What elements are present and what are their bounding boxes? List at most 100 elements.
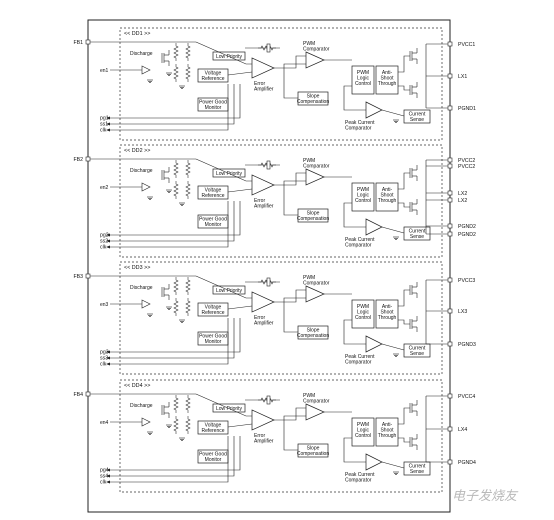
en-input-label: en1: [100, 68, 109, 74]
low-priority-box: [212, 285, 246, 295]
pwm-comparator-symbol: [305, 285, 325, 303]
anti-shoot-through-label-line-2: Shoot: [380, 193, 394, 199]
ea-to-pwm-wire: [274, 55, 306, 69]
right-pin-marker: [447, 73, 453, 79]
error-amplifier-label-line-1: Error: [254, 315, 265, 321]
right-pin-label: LX1: [458, 74, 467, 80]
pwm-logic-control-box: [351, 65, 375, 95]
gate-high-wire: [398, 55, 410, 73]
input-arrow: [106, 233, 110, 237]
bottom-input-label-3: clk: [100, 245, 107, 251]
gate-low-wire: [398, 319, 410, 325]
sense-to-peak-wire: [381, 109, 405, 117]
right-pin-marker: [447, 459, 453, 465]
input-wire: [110, 436, 229, 483]
slope-compensation-box: [297, 91, 329, 106]
bottom-input-label-1: pg2: [100, 233, 109, 239]
input-arrow: [106, 468, 110, 472]
right-pin-marker: [447, 197, 453, 203]
right-pin-label: LX2: [458, 191, 467, 197]
peak-current-comparator-label-line-1: Peak Current: [345, 472, 375, 478]
anti-shoot-through-label-line-2: Shoot: [380, 428, 394, 434]
input-arrow: [106, 116, 110, 120]
voltage-reference-label-line-1: Voltage: [205, 71, 222, 77]
low-priority-box: [212, 51, 246, 61]
power-good-monitor-label-line-1: Power Good: [199, 100, 227, 106]
fb-pin-label: FB1: [73, 40, 83, 46]
input-wire: [110, 318, 241, 353]
current-sense-box: [403, 109, 431, 124]
slope-compensation-box: [297, 208, 329, 223]
slope-compensation-label-line-1: Slope: [307, 446, 320, 452]
compensation-cap: [266, 277, 271, 287]
right-pin-label: PVCC3: [458, 278, 475, 284]
anti-shoot-through-label-line-1: Anti-: [382, 70, 393, 76]
sense-to-peak-wire: [381, 343, 405, 351]
input-arrow: [106, 350, 110, 354]
block-outline: [119, 144, 443, 258]
pwm-comparator-label-line-2: Comparator: [303, 164, 330, 170]
peak-current-comparator-label-line-2: Comparator: [345, 478, 372, 484]
voltage-reference-box: [197, 302, 229, 317]
current-sense-label-line-1: Current: [409, 464, 426, 470]
ea-to-pwm-wire: [274, 407, 306, 421]
voltage-reference-label-line-1: Voltage: [205, 188, 222, 194]
fb-pin-marker: [85, 273, 91, 279]
low-priority-label: Low Priority: [216, 406, 243, 412]
input-wire: [110, 436, 235, 477]
input-arrow: [106, 480, 110, 484]
vref-to-ea-wire: [227, 423, 253, 428]
fb-pin-marker: [85, 391, 91, 397]
slope-wire: [283, 63, 306, 99]
right-pin-label: PGND2: [458, 224, 476, 230]
watermark-text: 电子发烧友: [452, 488, 519, 503]
bottom-input-label-3: clk: [100, 362, 107, 368]
pwm-logic-control-box: [351, 182, 375, 212]
fb-to-ea-wire: [195, 393, 252, 417]
en-buffer: [141, 65, 151, 75]
input-wire: [110, 84, 241, 119]
bottom-input-label-3: clk: [100, 480, 107, 486]
gate-low-wire: [398, 202, 410, 208]
discharge-label: Discharge: [130, 285, 153, 291]
right-pin-label: PVCC2: [458, 164, 475, 170]
gate-low-wire: [398, 437, 410, 443]
voltage-reference-box: [197, 68, 229, 83]
pwm-logic-control-label-line-1: PWM: [357, 70, 369, 76]
voltage-reference-label-line-2: Reference: [201, 310, 224, 316]
input-wire: [110, 201, 241, 236]
right-pin-marker: [447, 163, 453, 169]
bottom-input-label-3: clk: [100, 128, 107, 134]
peak-current-comparator-label-line-1: Peak Current: [345, 120, 375, 126]
input-arrow: [106, 356, 110, 360]
power-good-monitor-label-line-1: Power Good: [199, 452, 227, 458]
anti-shoot-through-label-line-1: Anti-: [382, 187, 393, 193]
en-input-label: en3: [100, 302, 109, 308]
slope-wire: [283, 297, 306, 333]
right-pin-label: PGND4: [458, 460, 476, 466]
fb-to-ea-wire: [195, 275, 252, 299]
right-pin-label: PGND3: [458, 342, 476, 348]
low-priority-label: Low Priority: [216, 54, 243, 60]
anti-shoot-through-box: [375, 182, 399, 212]
discharge-label: Discharge: [130, 168, 153, 174]
input-wire: [110, 84, 235, 125]
right-pin-marker: [447, 341, 453, 347]
pwm-logic-control-label-line-2: Logic: [357, 76, 369, 82]
peak-to-logic-wire: [343, 85, 366, 111]
fb-pin-label: FB4: [73, 392, 83, 398]
vref-to-ea-wire: [227, 305, 253, 310]
current-sense-label-line-1: Current: [409, 112, 426, 118]
voltage-reference-box: [197, 420, 229, 435]
low-priority-box: [212, 168, 246, 178]
peak-to-logic-wire: [343, 202, 366, 228]
peak-current-comparator-label-line-2: Comparator: [345, 243, 372, 249]
bottom-input-label-1: pg3: [100, 350, 109, 356]
compensation-cap: [266, 43, 271, 53]
pwm-logic-control-label-line-2: Logic: [357, 310, 369, 316]
compensation-cap: [266, 160, 271, 170]
anti-shoot-through-label-line-3: Through: [378, 81, 397, 87]
pwm-logic-control-label-line-1: PWM: [357, 304, 369, 310]
